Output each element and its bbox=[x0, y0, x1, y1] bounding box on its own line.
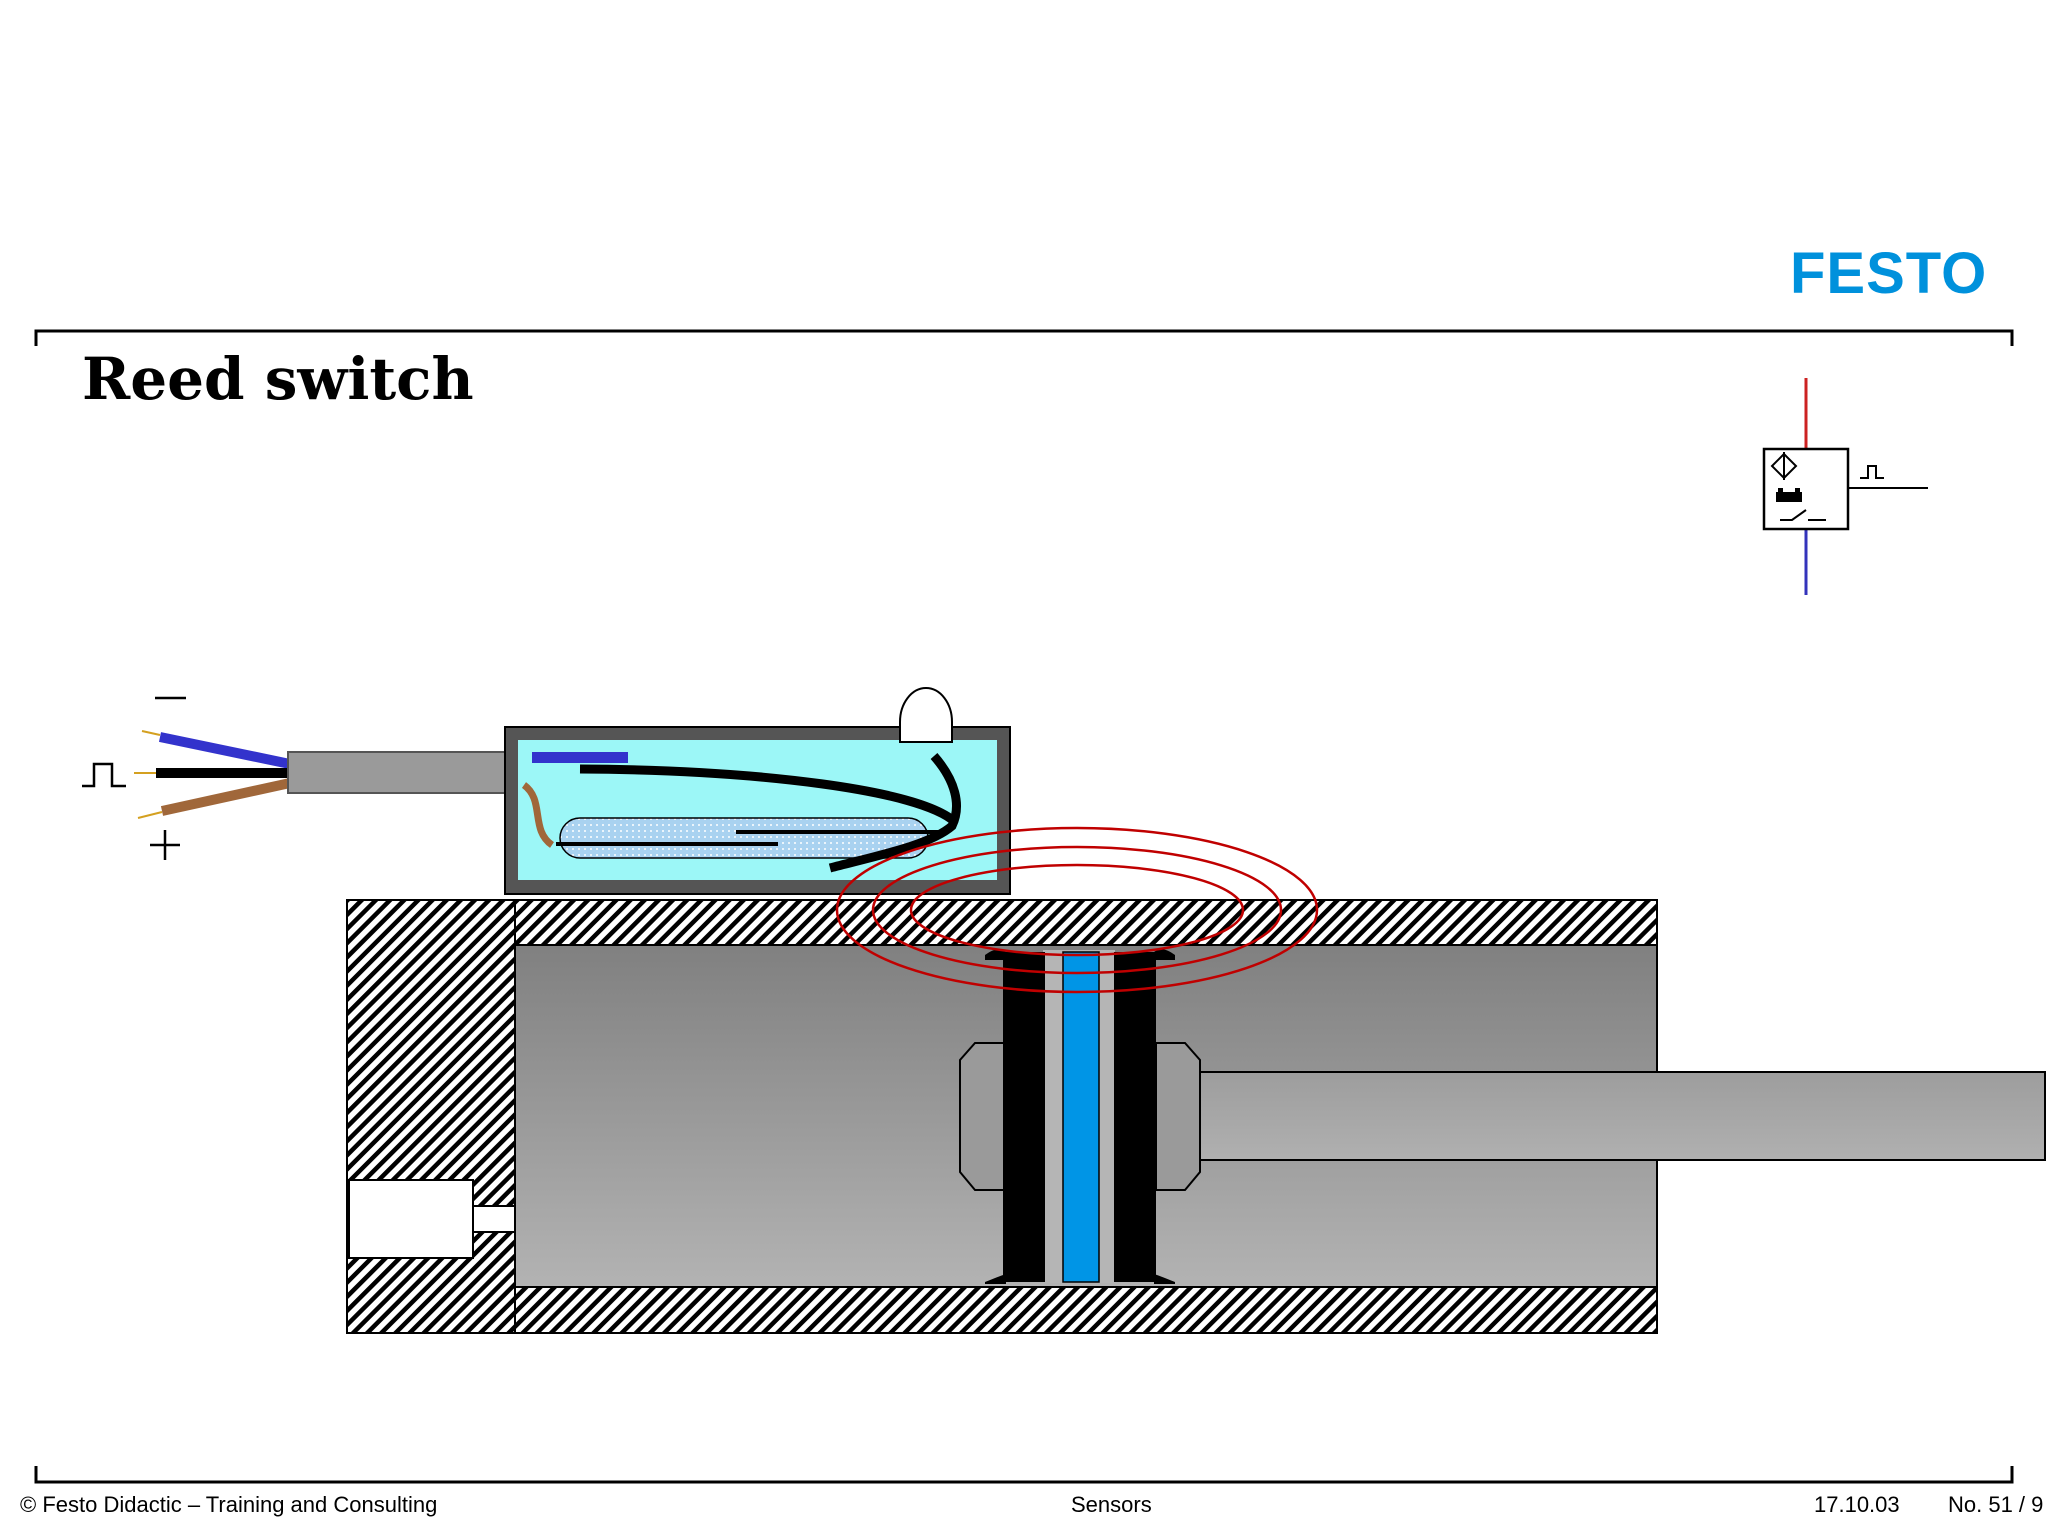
cylinder-wall-bottom bbox=[514, 1286, 1658, 1334]
reed-glass-tube bbox=[559, 817, 929, 859]
festo-logo: FESTO bbox=[1790, 241, 1988, 306]
footer-date: 17.10.03 bbox=[1814, 1492, 1900, 1517]
frame-lines bbox=[34, 329, 2014, 1484]
magnetic-field-lines bbox=[835, 826, 1319, 994]
cylinder-end-cap bbox=[346, 899, 516, 1334]
blue-wire bbox=[158, 732, 292, 769]
brown-wire bbox=[160, 778, 292, 816]
plus-sign bbox=[150, 830, 180, 860]
sensor-housing bbox=[504, 687, 1011, 895]
footer-topic: Sensors bbox=[1071, 1492, 1152, 1517]
air-port bbox=[348, 1179, 474, 1259]
cable-sheath bbox=[287, 751, 523, 794]
footer-page-number: No. 51 / 9 bbox=[1948, 1492, 2044, 1517]
slide-title: Reed switch bbox=[82, 345, 474, 413]
led-indicator bbox=[899, 687, 953, 743]
magnetic-ring bbox=[1062, 951, 1100, 1283]
piston bbox=[959, 949, 1201, 1284]
reed-switch-circuit-symbol bbox=[1762, 378, 1928, 595]
pulse-signal-icon bbox=[82, 762, 126, 788]
footer-copyright: © Festo Didactic – Training and Consulti… bbox=[20, 1492, 438, 1517]
piston-rod bbox=[1194, 1071, 2046, 1161]
connection-cable bbox=[82, 696, 523, 860]
cylinder-wall-top bbox=[514, 899, 1658, 946]
housing-blue-contact bbox=[532, 752, 628, 763]
